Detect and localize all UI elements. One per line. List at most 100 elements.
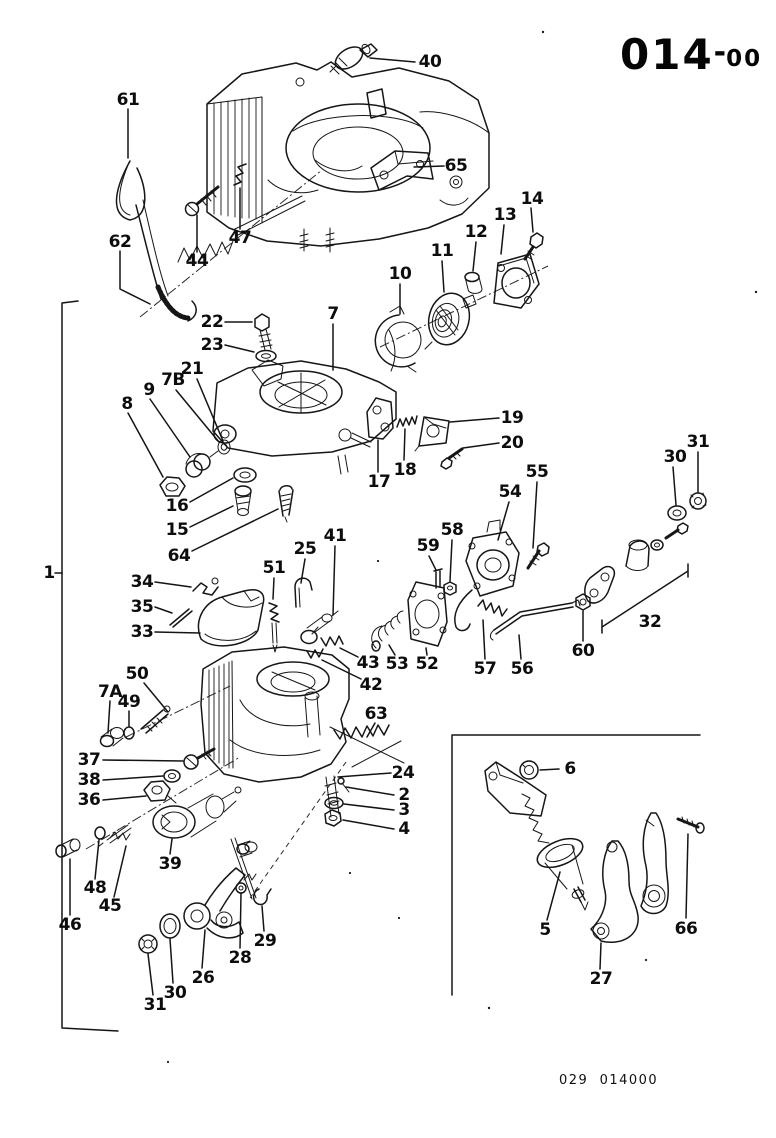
part-lever-32-group xyxy=(584,522,689,604)
part-bushing-7A-lower xyxy=(236,840,258,858)
leader-42 xyxy=(321,659,362,680)
leader-12 xyxy=(472,241,477,272)
callout-60: 60 xyxy=(571,641,595,661)
callout-41: 41 xyxy=(323,526,347,546)
leader-62 xyxy=(119,250,151,305)
part-seal-30-bottom xyxy=(159,913,181,939)
part-main-body xyxy=(212,329,397,475)
callout-50: 50 xyxy=(125,664,149,684)
part-spring-42 xyxy=(306,648,324,659)
page-code-group: 014 xyxy=(620,30,714,79)
leader-33 xyxy=(154,631,201,634)
part-filter-11 xyxy=(424,292,477,350)
leader-15 xyxy=(189,505,234,528)
part-bracket-65 xyxy=(370,150,434,191)
leader-59 xyxy=(428,555,437,571)
part-lever-26 xyxy=(183,837,257,939)
leader-45 xyxy=(113,845,127,898)
page-code: 014-00 xyxy=(620,30,762,79)
callout-49: 49 xyxy=(117,692,141,712)
part-pivot-28 xyxy=(235,873,257,894)
callout-59: 59 xyxy=(416,536,440,556)
callout-24: 24 xyxy=(391,763,415,783)
callout-9: 9 xyxy=(143,380,155,400)
callout-27: 27 xyxy=(589,969,613,989)
part-gasket-17 xyxy=(366,397,394,440)
part-spring-47 xyxy=(233,163,247,186)
part-spring-43 xyxy=(320,635,344,647)
callout-57: 57 xyxy=(473,659,497,679)
part-screw-66 xyxy=(676,816,705,834)
callout-18: 18 xyxy=(393,460,417,480)
part-emulsion-tube-64 xyxy=(278,485,294,523)
part-bushing-7A-upper xyxy=(99,727,124,748)
part-fitting-9 xyxy=(185,450,219,478)
callout-8: 8 xyxy=(121,394,133,414)
part-choke-cable xyxy=(115,160,197,322)
leader-31-bottom xyxy=(147,953,154,996)
part-nut-31-right xyxy=(689,492,707,510)
part-ring-30-right xyxy=(667,505,687,521)
leader-14 xyxy=(530,207,534,233)
part-pump-housing-54 xyxy=(454,519,520,632)
leader-65 xyxy=(413,165,445,168)
leader-53 xyxy=(388,644,396,656)
callout-16: 16 xyxy=(165,496,189,516)
callout-2: 2 xyxy=(398,785,410,805)
callout-61: 61 xyxy=(116,90,140,110)
callout-30-right: 30 xyxy=(663,447,687,467)
leader-41 xyxy=(332,545,336,616)
leader-6 xyxy=(539,768,560,771)
leader-39 xyxy=(169,838,173,855)
part-spring-57 xyxy=(477,599,508,617)
part-float-33 xyxy=(197,589,265,647)
part-idle-screw-51 xyxy=(268,602,280,653)
part-screw-20 xyxy=(440,447,464,470)
callout-47: 47 xyxy=(228,228,252,248)
leader-38 xyxy=(102,775,164,781)
leader-34 xyxy=(154,581,192,588)
callout-7A-upper: 7A xyxy=(98,682,123,702)
part-screw-44 xyxy=(184,185,220,217)
part-screw-2 xyxy=(337,777,350,793)
callout-28: 28 xyxy=(228,948,252,968)
leader-48 xyxy=(94,839,100,880)
leader-27 xyxy=(599,942,602,970)
leader-19 xyxy=(449,417,500,423)
leader-37 xyxy=(102,759,184,762)
leader-58 xyxy=(449,539,453,582)
part-nut-58 xyxy=(443,581,457,596)
part-screw-22-washer-23 xyxy=(254,313,277,363)
callout-19: 19 xyxy=(500,408,524,428)
callout-17: 17 xyxy=(367,472,391,492)
part-washer-16 xyxy=(233,467,257,483)
callout-62: 62 xyxy=(108,232,132,252)
callout-29: 29 xyxy=(253,931,277,951)
leader-63 xyxy=(366,722,376,738)
part-cap-nut-6 xyxy=(519,760,539,780)
callout-7: 7 xyxy=(327,304,339,324)
leader-9 xyxy=(149,398,191,458)
callout-48: 48 xyxy=(83,878,107,898)
leader-35 xyxy=(154,606,173,614)
part-bracket-inset xyxy=(484,761,547,817)
part-cover-19 xyxy=(414,416,450,452)
part-jet-15 xyxy=(234,485,252,516)
leader-43 xyxy=(339,647,359,658)
leader-21 xyxy=(196,378,224,442)
part-ring-49 xyxy=(123,726,135,740)
part-needle-valve-41 xyxy=(300,610,339,645)
scan-specks xyxy=(166,30,758,1064)
callout-37: 37 xyxy=(77,750,101,770)
leader-26 xyxy=(201,929,206,969)
leader-7B xyxy=(175,389,220,443)
callout-65: 65 xyxy=(444,156,468,176)
part-ring-48 xyxy=(94,826,106,840)
callout-36: 36 xyxy=(77,790,101,810)
callout-12: 12 xyxy=(464,222,488,242)
callout-46: 46 xyxy=(58,915,82,935)
leader-20 xyxy=(462,442,500,449)
callout-39: 39 xyxy=(158,854,182,874)
leader-56 xyxy=(518,634,522,660)
leader-24 xyxy=(337,772,392,778)
